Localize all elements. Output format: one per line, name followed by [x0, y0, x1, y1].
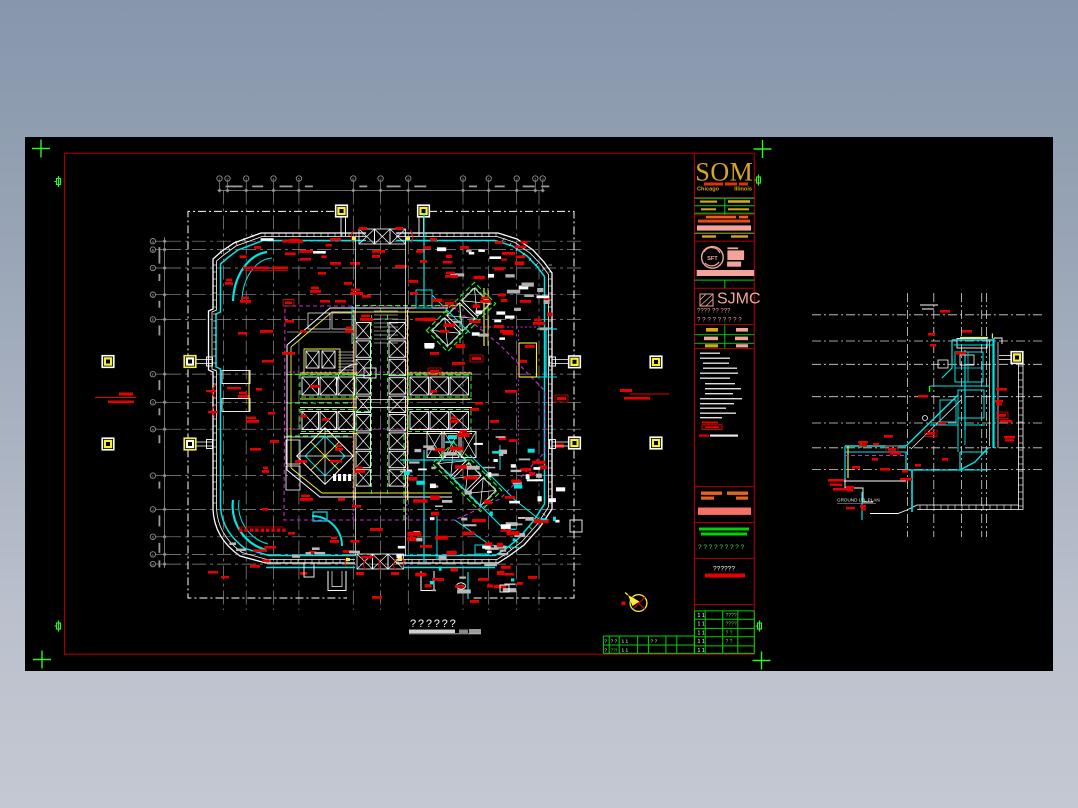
svg-text:M: M: [151, 563, 154, 567]
svg-text:1: 1: [488, 177, 490, 181]
svg-text:??!: ??!: [611, 647, 618, 653]
svg-text:SOM: SOM: [695, 158, 753, 187]
svg-text:K: K: [152, 536, 155, 540]
svg-text:4: 4: [273, 177, 275, 181]
svg-text:E: E: [152, 318, 155, 322]
svg-text:J: J: [152, 508, 154, 512]
svg-text:??????: ??????: [713, 566, 735, 573]
svg-text:???? ?? ???: ???? ?? ???: [697, 309, 731, 315]
svg-text:2: 2: [227, 177, 229, 181]
svg-text:1 1: 1 1: [698, 622, 705, 628]
svg-text:GROUND LVL PLAN: GROUND LVL PLAN: [837, 498, 880, 503]
svg-text:? ? ? ? ? ? ? ? ?: ? ? ? ? ? ? ? ? ?: [697, 317, 742, 324]
svg-text:6: 6: [352, 177, 354, 181]
svg-text:1 1: 1 1: [698, 613, 705, 619]
svg-text:7: 7: [380, 177, 382, 181]
svg-text:? ?: ? ?: [651, 639, 658, 645]
svg-text:H: H: [152, 428, 155, 432]
svg-text:?: ?: [604, 639, 607, 645]
svg-text:C: C: [152, 267, 155, 271]
svg-text:????: ????: [726, 622, 737, 628]
svg-text:? ? ? ? ? ? ? ? ?: ? ? ? ? ? ? ? ? ?: [698, 544, 745, 551]
svg-text:Illinois: Illinois: [734, 187, 752, 193]
svg-text:2: 2: [516, 177, 518, 181]
svg-text:3: 3: [534, 177, 536, 181]
svg-text:G: G: [152, 401, 155, 405]
svg-text:1: 1: [219, 177, 221, 181]
svg-text:F: F: [152, 373, 155, 377]
svg-text:B: B: [152, 248, 155, 252]
svg-text:? ?: ? ?: [726, 631, 733, 637]
svg-text:D: D: [152, 293, 155, 297]
svg-text:SJMC: SJMC: [717, 291, 761, 308]
svg-text:9: 9: [462, 177, 464, 181]
svg-text:4: 4: [542, 177, 544, 181]
svg-text:? ?: ? ?: [611, 639, 618, 645]
svg-text:A: A: [152, 240, 155, 244]
svg-text:1 1: 1 1: [698, 631, 705, 637]
svg-text:I: I: [152, 474, 153, 478]
svg-text:??????: ??????: [410, 618, 458, 630]
svg-text:? ?: ? ?: [726, 639, 733, 645]
svg-text:1 1: 1 1: [698, 648, 705, 654]
svg-text:1 1: 1 1: [698, 639, 705, 645]
svg-text:Chicago: Chicago: [697, 187, 720, 193]
svg-text:5: 5: [298, 177, 300, 181]
svg-text:L: L: [152, 553, 154, 557]
svg-text:8: 8: [407, 177, 409, 181]
svg-text:3: 3: [245, 177, 247, 181]
svg-text:SFT: SFT: [707, 256, 718, 262]
svg-text:?: ?: [604, 647, 607, 653]
svg-text:1 1: 1 1: [622, 647, 629, 653]
svg-text:????: ????: [726, 613, 737, 619]
svg-text:1 1: 1 1: [622, 639, 629, 645]
